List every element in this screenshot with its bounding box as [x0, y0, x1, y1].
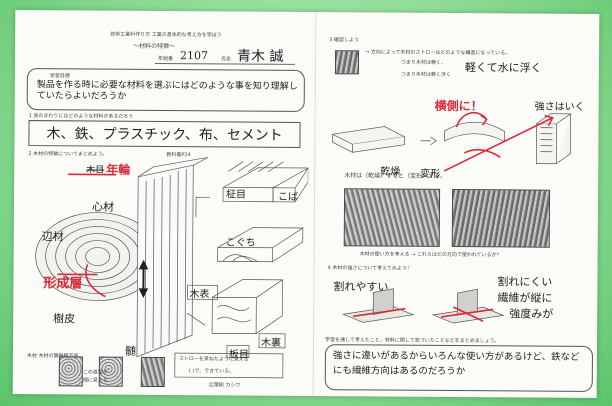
- label-dry: 乾燥: [380, 166, 401, 178]
- micro-caption-3: 細に見える: [82, 377, 108, 384]
- grade-label: 年組番: [157, 55, 174, 63]
- label-pith: 髄: [124, 344, 137, 358]
- label-strength: 強さはいく: [534, 101, 585, 113]
- grade-number: 2107: [179, 49, 209, 63]
- q3-answer: 軽くて水に浮く: [464, 61, 542, 75]
- question-1: 1 身のまわりにはどのような材料があるだろう: [28, 113, 134, 120]
- question-3: 3 確認しよう: [329, 37, 359, 44]
- grain-photo: [334, 50, 360, 75]
- micro-photo-3: [140, 356, 165, 388]
- q3-text-2: つまり木材は軽く、: [400, 59, 447, 66]
- reflection-answer: 強さに違いがあるからいろんな使い方があるけど、鉄などにも繊維方向はあるのだろうか: [332, 350, 580, 378]
- label-strength-2: 強度みが: [509, 307, 554, 321]
- goal-label: 学習目標: [49, 73, 70, 80]
- question-4: 4 木材の強さについて考えてみよう！: [327, 265, 412, 272]
- label-bark: 樹皮: [53, 312, 76, 326]
- theme-title: 〜材料の特徴〜: [133, 42, 176, 51]
- strength-diagram: [341, 288, 505, 324]
- building-photo-1: [343, 188, 441, 247]
- label-straight-grain: 柾目: [226, 189, 247, 201]
- goal-text: 製品を作る時に必要な材料を選ぶにはどのような事を知り理解していたらよいだろうか: [36, 80, 298, 102]
- page-divider: [312, 12, 317, 397]
- label-sideways: 横側に！: [434, 98, 483, 114]
- name-underline: [154, 62, 295, 65]
- q3-text-1: → 方向によって木材のストローはどのような構造になっている。: [365, 49, 511, 57]
- wood-diagram: [35, 156, 309, 379]
- label-edge: こば: [278, 191, 299, 203]
- label-end-grain: こぐち: [225, 237, 256, 249]
- micro-caption-4: 広葉樹 カシワ: [208, 382, 241, 389]
- worksheet-paper: 技術工業科作り方 工業の基本的な考え方を学ぼう 〜材料の特徴〜 年組番 2107…: [12, 9, 600, 399]
- straw-note: ストローを束ねたように見える: [178, 356, 249, 363]
- label-annual-ring-struck: 木目: [86, 165, 105, 176]
- photo-caption: 木材の使い方を考える → これらはどの方向で使われているか？: [359, 251, 502, 259]
- label-pith-side: 木裏: [260, 337, 282, 349]
- micro-caption-2: この道管が: [82, 369, 108, 376]
- micro-photo-1: [58, 356, 83, 387]
- building-photo-2: [451, 189, 551, 248]
- label-bark-side: 木表: [189, 289, 210, 301]
- label-sapwood: 辺材: [41, 230, 64, 244]
- label-heartwood: 心材: [91, 200, 115, 214]
- straw-note-blank: ( )で、できている。: [188, 368, 235, 375]
- warp-diagram: [331, 111, 572, 172]
- label-deform: 変形: [420, 168, 441, 180]
- header-small: 技術工業科作り方 工業の基本的な考え方を学ぼう: [110, 31, 222, 39]
- label-cambium: 形成層: [43, 276, 83, 292]
- label-annual-ring: 年輪: [106, 162, 131, 177]
- bottom-question: 学習を通して考えたこと。材料に関して気づいたことなどをまとめましょう。: [325, 337, 500, 345]
- micro-caption: 木材 木材の顕微鏡写真: [26, 353, 79, 360]
- name-label: 氏名: [220, 56, 232, 63]
- q3-text-3: つまり木材は軽く浮く: [400, 71, 451, 79]
- answer-1: 木、鉄、プラスチック、布、セメント: [46, 126, 283, 144]
